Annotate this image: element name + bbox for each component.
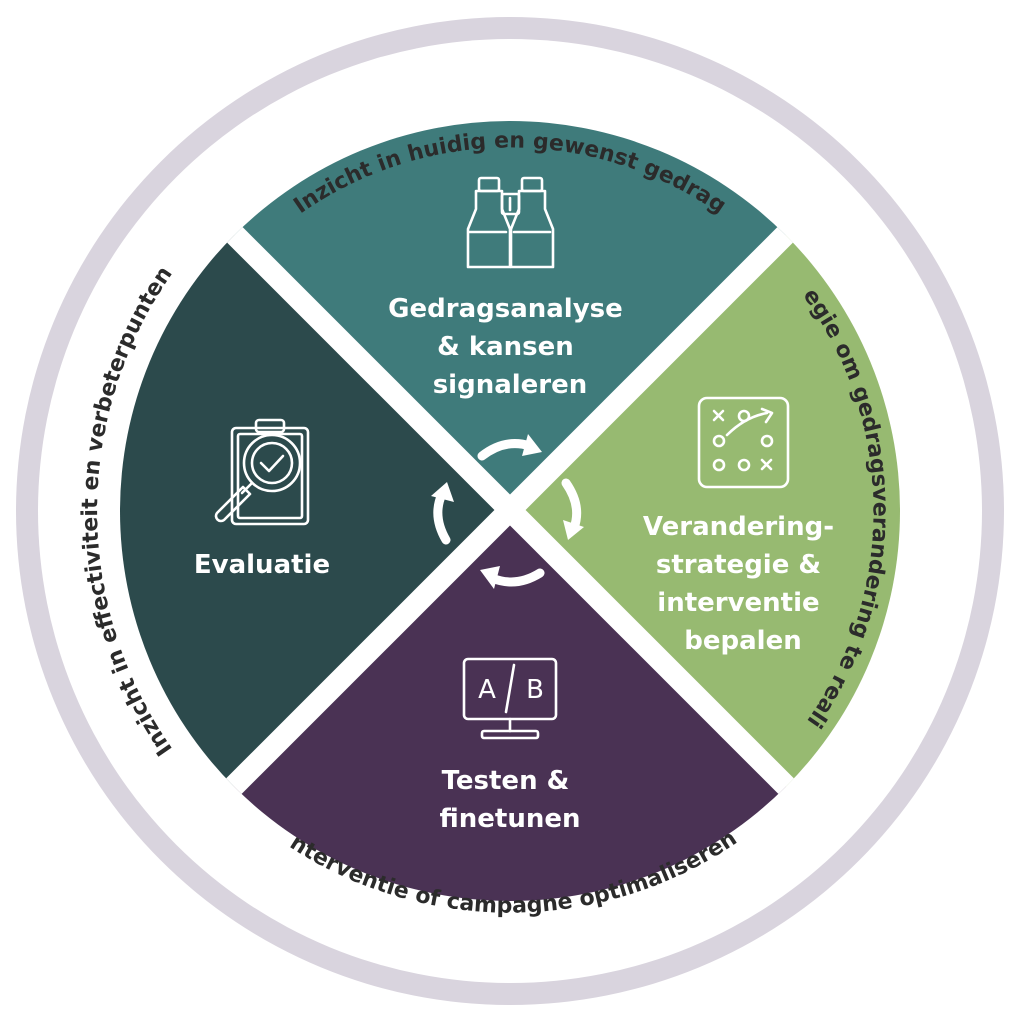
segment-right-title: Verandering- strategie & interventie bep… — [643, 512, 843, 656]
arrow-right-to-bottom-icon — [561, 478, 584, 540]
segment-left-title: Evaluatie — [194, 550, 330, 580]
arrow-bottom-to-left-icon — [480, 566, 545, 589]
ab-letter-a: A — [478, 675, 496, 705]
ab-test-monitor-icon: A B — [462, 657, 558, 740]
segment-top-title: Gedragsanalyse & kansen signaleren — [388, 294, 632, 400]
segment-bottom-title: Testen & finetunen — [439, 766, 580, 834]
clipboard-magnifier-icon — [214, 418, 310, 526]
segment-left — [120, 121, 510, 901]
cycle-arrows — [431, 434, 584, 589]
ab-letter-b: B — [526, 675, 544, 705]
arrow-left-to-top-icon — [431, 482, 454, 545]
strategy-board-icon — [697, 396, 790, 489]
binoculars-icon — [466, 176, 555, 269]
segment-bottom — [120, 511, 900, 901]
arrow-top-to-right-icon — [477, 434, 542, 461]
segment-right — [510, 121, 900, 901]
